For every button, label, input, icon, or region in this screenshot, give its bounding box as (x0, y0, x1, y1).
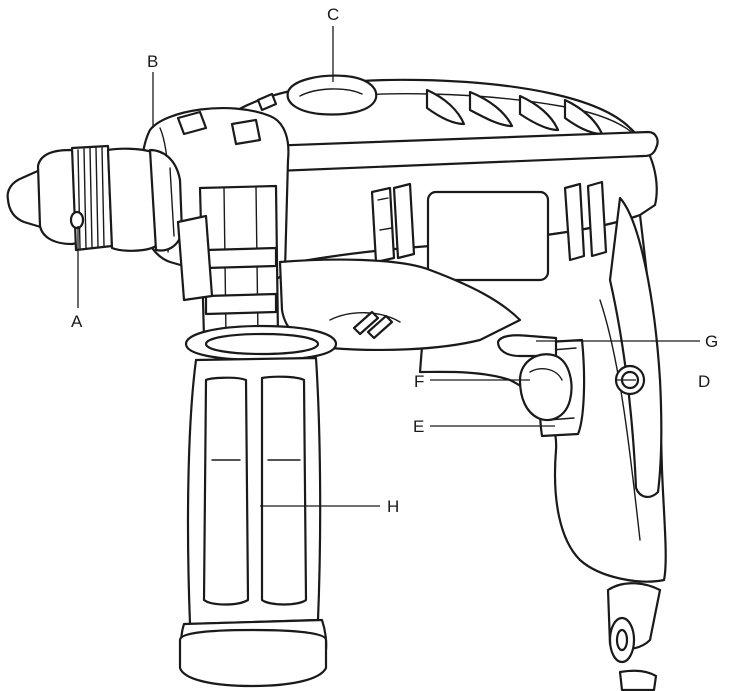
label-f: F (414, 372, 424, 391)
leader-lines (77, 26, 700, 507)
mode-selector-knob (256, 74, 378, 116)
label-h: H (387, 497, 399, 516)
drill-chuck (6, 144, 184, 252)
lower-body (278, 258, 522, 352)
reverse-switch (496, 334, 558, 358)
label-c: C (327, 5, 339, 24)
label-e: E (413, 417, 424, 436)
label-g: G (705, 332, 718, 351)
speed-dial (518, 353, 573, 422)
label-d: D (698, 372, 710, 391)
side-vents (370, 180, 608, 282)
auxiliary-handle (176, 184, 338, 688)
label-a: A (71, 312, 83, 331)
part-labels: C B A G D F E H (71, 5, 718, 516)
label-b: B (147, 52, 158, 71)
